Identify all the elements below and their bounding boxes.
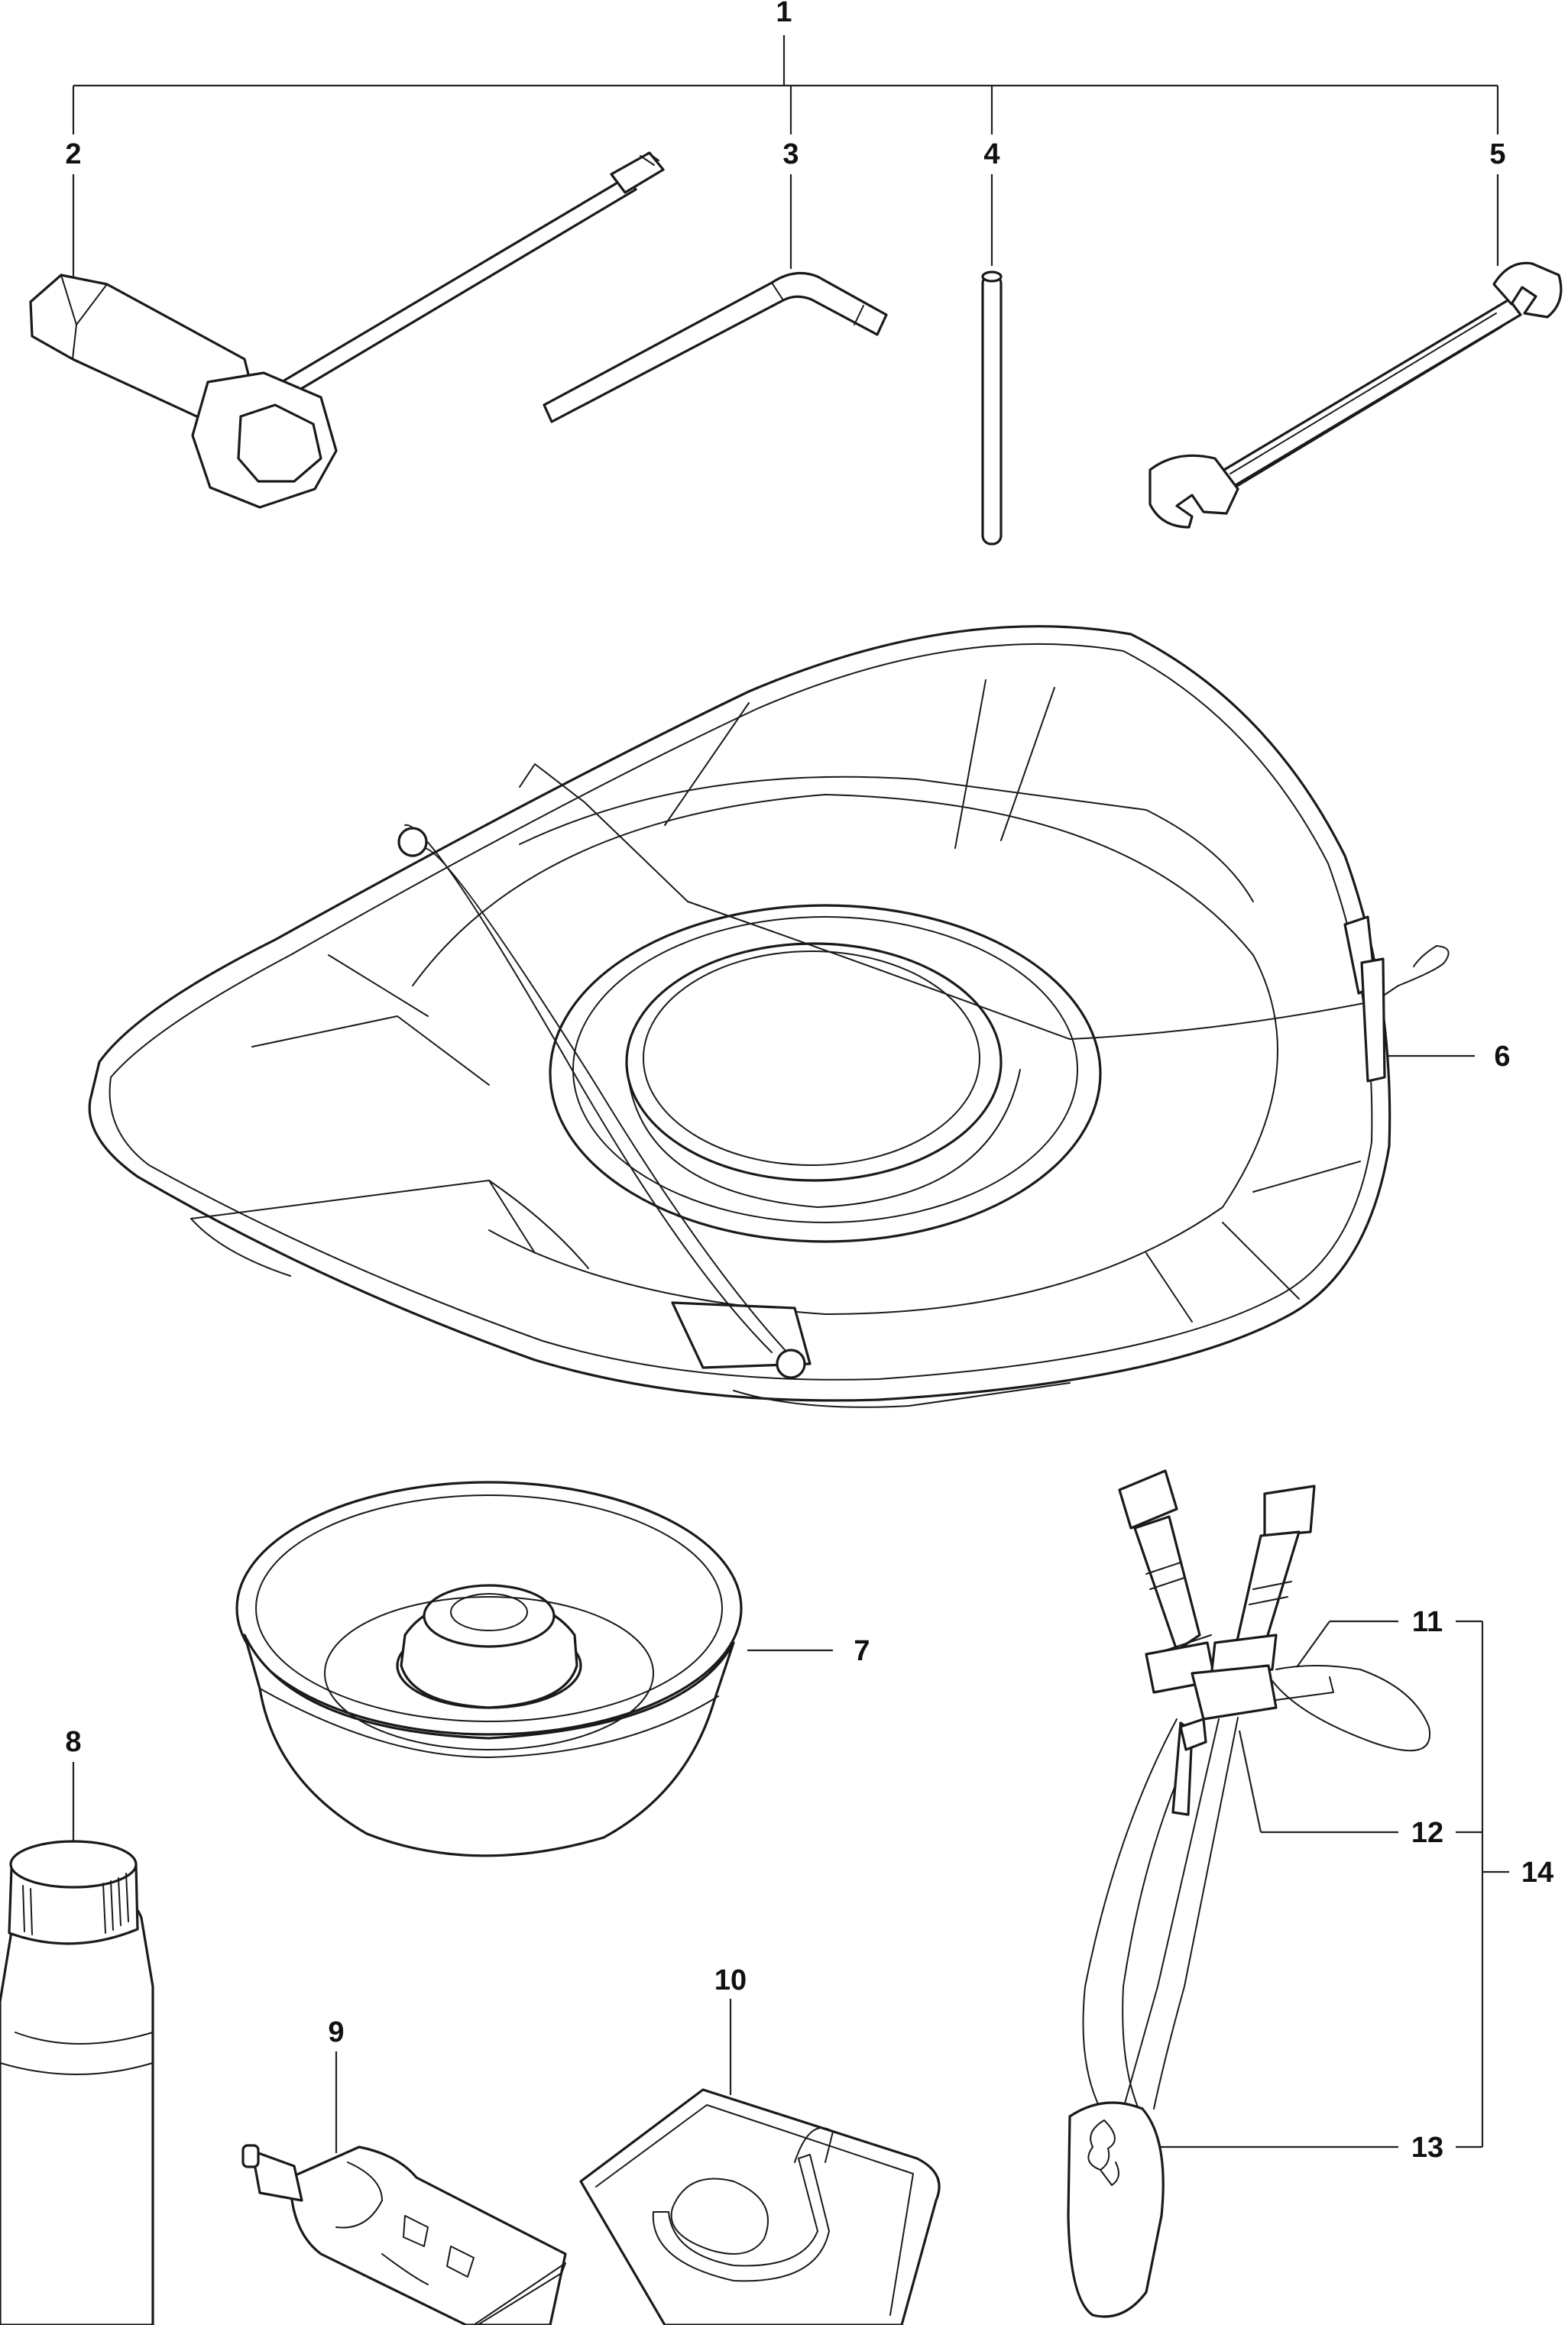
callout-2: 2 [65,138,81,170]
callout-11: 11 [1412,1606,1443,1638]
harness-part [1067,1469,1431,2318]
leader-lines [72,35,1509,2153]
spanner-part [1148,261,1563,529]
grease-tube-part [241,2144,567,2325]
callout-4: 4 [983,138,999,170]
callout-9: 9 [328,2016,344,2048]
callout-5: 5 [1489,138,1505,170]
bag-part [579,2088,941,2325]
hex-key-part [543,271,888,423]
cup-part [235,1481,743,1857]
pin-part [981,270,1003,546]
bottle-part [0,1840,154,2325]
callout-14: 14 [1521,1857,1553,1889]
callout-8: 8 [65,1726,81,1758]
socket-wrench-part [29,151,665,509]
callout-12: 12 [1411,1817,1443,1849]
callout-6: 6 [1494,1041,1510,1073]
callout-13: 13 [1411,2132,1443,2164]
callout-1: 1 [776,0,792,28]
guard-part [88,625,1450,1408]
callout-labels: 1 2 3 4 5 6 7 8 9 10 11 12 13 14 [65,0,1553,2164]
callout-10: 10 [714,1964,747,1996]
callout-3: 3 [782,138,799,170]
callout-7: 7 [854,1635,870,1667]
